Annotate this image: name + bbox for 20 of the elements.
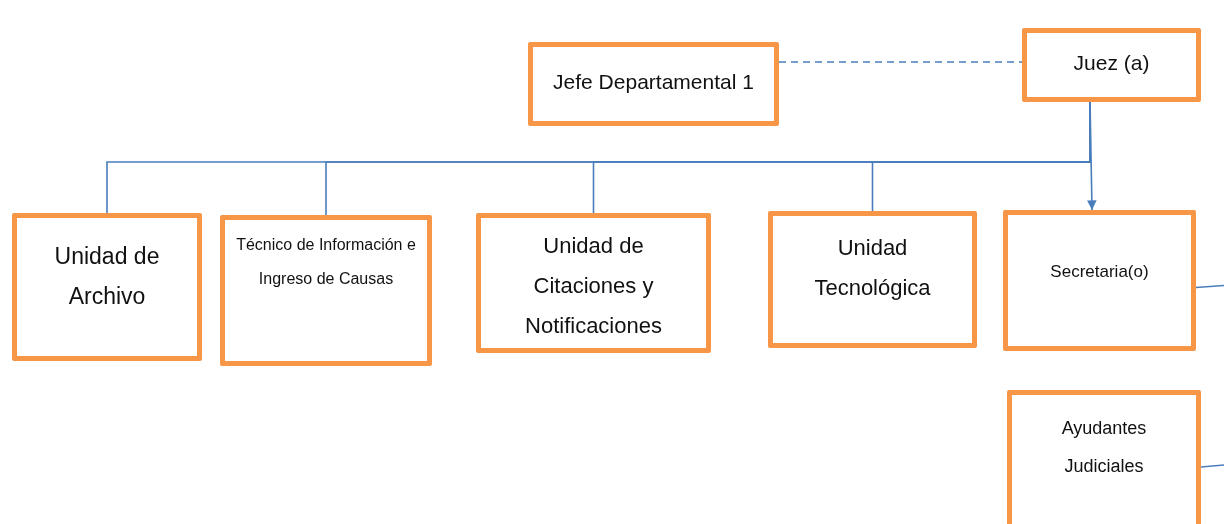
org-box	[768, 211, 977, 348]
org-box	[12, 213, 202, 361]
dashed-connector	[778, 61, 1023, 63]
org-box	[1007, 390, 1201, 524]
position-title: Ayudantes Judiciales	[1060, 417, 1148, 478]
connector-line	[1200, 464, 1224, 468]
position-title: Unidad de Citaciones y Notificaciones	[524, 232, 663, 340]
position-title: Jefe Departamental 1	[553, 69, 754, 95]
connector-line	[1195, 284, 1224, 289]
org-box	[476, 213, 711, 353]
position-title: Técnico de Información e Ingreso de Causas	[235, 235, 417, 289]
position-title: Juez (a)	[1073, 50, 1150, 76]
org-box	[528, 42, 779, 126]
position-title: Unidad de Archivo	[53, 242, 161, 311]
org-box	[220, 215, 432, 366]
position-title: Secretaria(o)	[1050, 261, 1149, 283]
position-title: Unidad Tecnológica	[813, 234, 932, 302]
org-box	[1022, 28, 1201, 102]
arrow	[1087, 101, 1097, 211]
org-box	[1003, 210, 1196, 351]
